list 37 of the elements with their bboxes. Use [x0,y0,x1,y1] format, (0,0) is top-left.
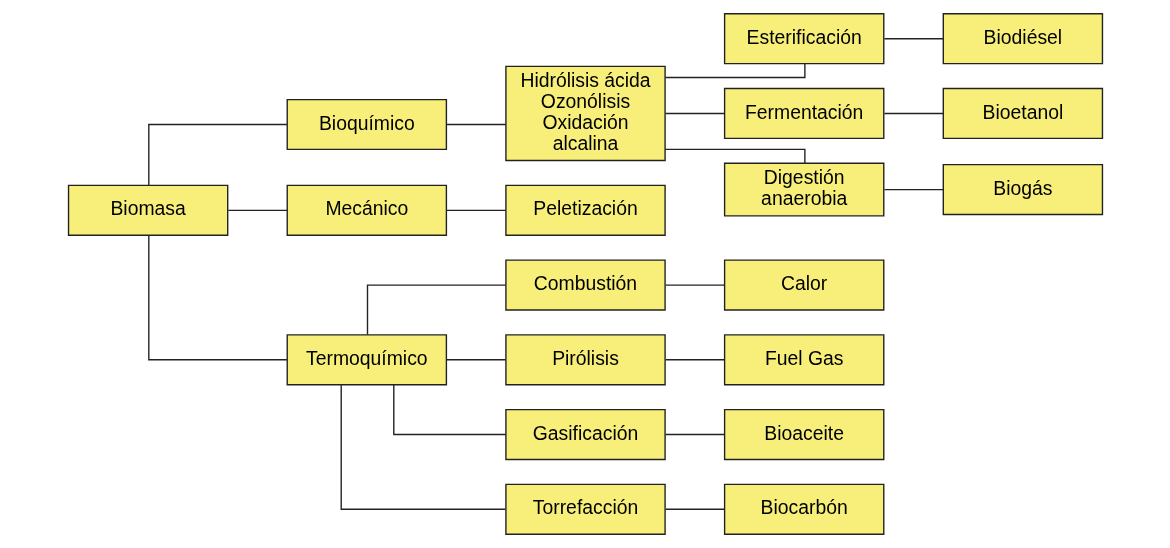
connector [664,433,725,436]
node-box: Biodiésel [942,13,1103,65]
node-box: Fuel Gas [723,334,884,386]
node-box: Gasificación [504,408,666,461]
node-box: Calor [723,259,884,311]
connector [883,112,944,115]
connector [227,209,288,211]
node-box: Hidrólisis ácida Ozonólisis Oxidación alcalina [504,65,666,162]
node-box: Bioquímico [286,98,447,151]
connector [883,38,944,40]
node-box: Termoquímico [286,334,447,386]
connector [664,284,725,286]
node-box: Pirólisis [504,334,666,386]
node-box: Bioaceite [723,408,884,461]
connector [445,209,506,211]
node-box: Peletización [504,184,666,236]
connector [147,123,288,186]
connector [147,235,288,361]
connector [445,359,506,361]
node-box: Esterificación [723,13,884,65]
connector [445,123,506,126]
node-box: Fermentación [723,87,884,140]
connector [366,284,506,336]
node-box: Biomasa [67,184,228,236]
connector [664,112,725,115]
node-box: Torrefacción [504,483,666,535]
node-box: Biogás [942,163,1103,216]
connector [392,384,507,436]
node-box: Biocarbón [723,483,884,535]
node-box: Mecánico [286,184,447,236]
node-box: Combustión [504,259,666,311]
connector [664,508,725,510]
node-box: Bioetanol [942,87,1103,140]
connector [664,359,725,361]
connector [340,384,506,510]
node-box: Digestión anaerobia [723,162,884,217]
connector [883,188,944,191]
